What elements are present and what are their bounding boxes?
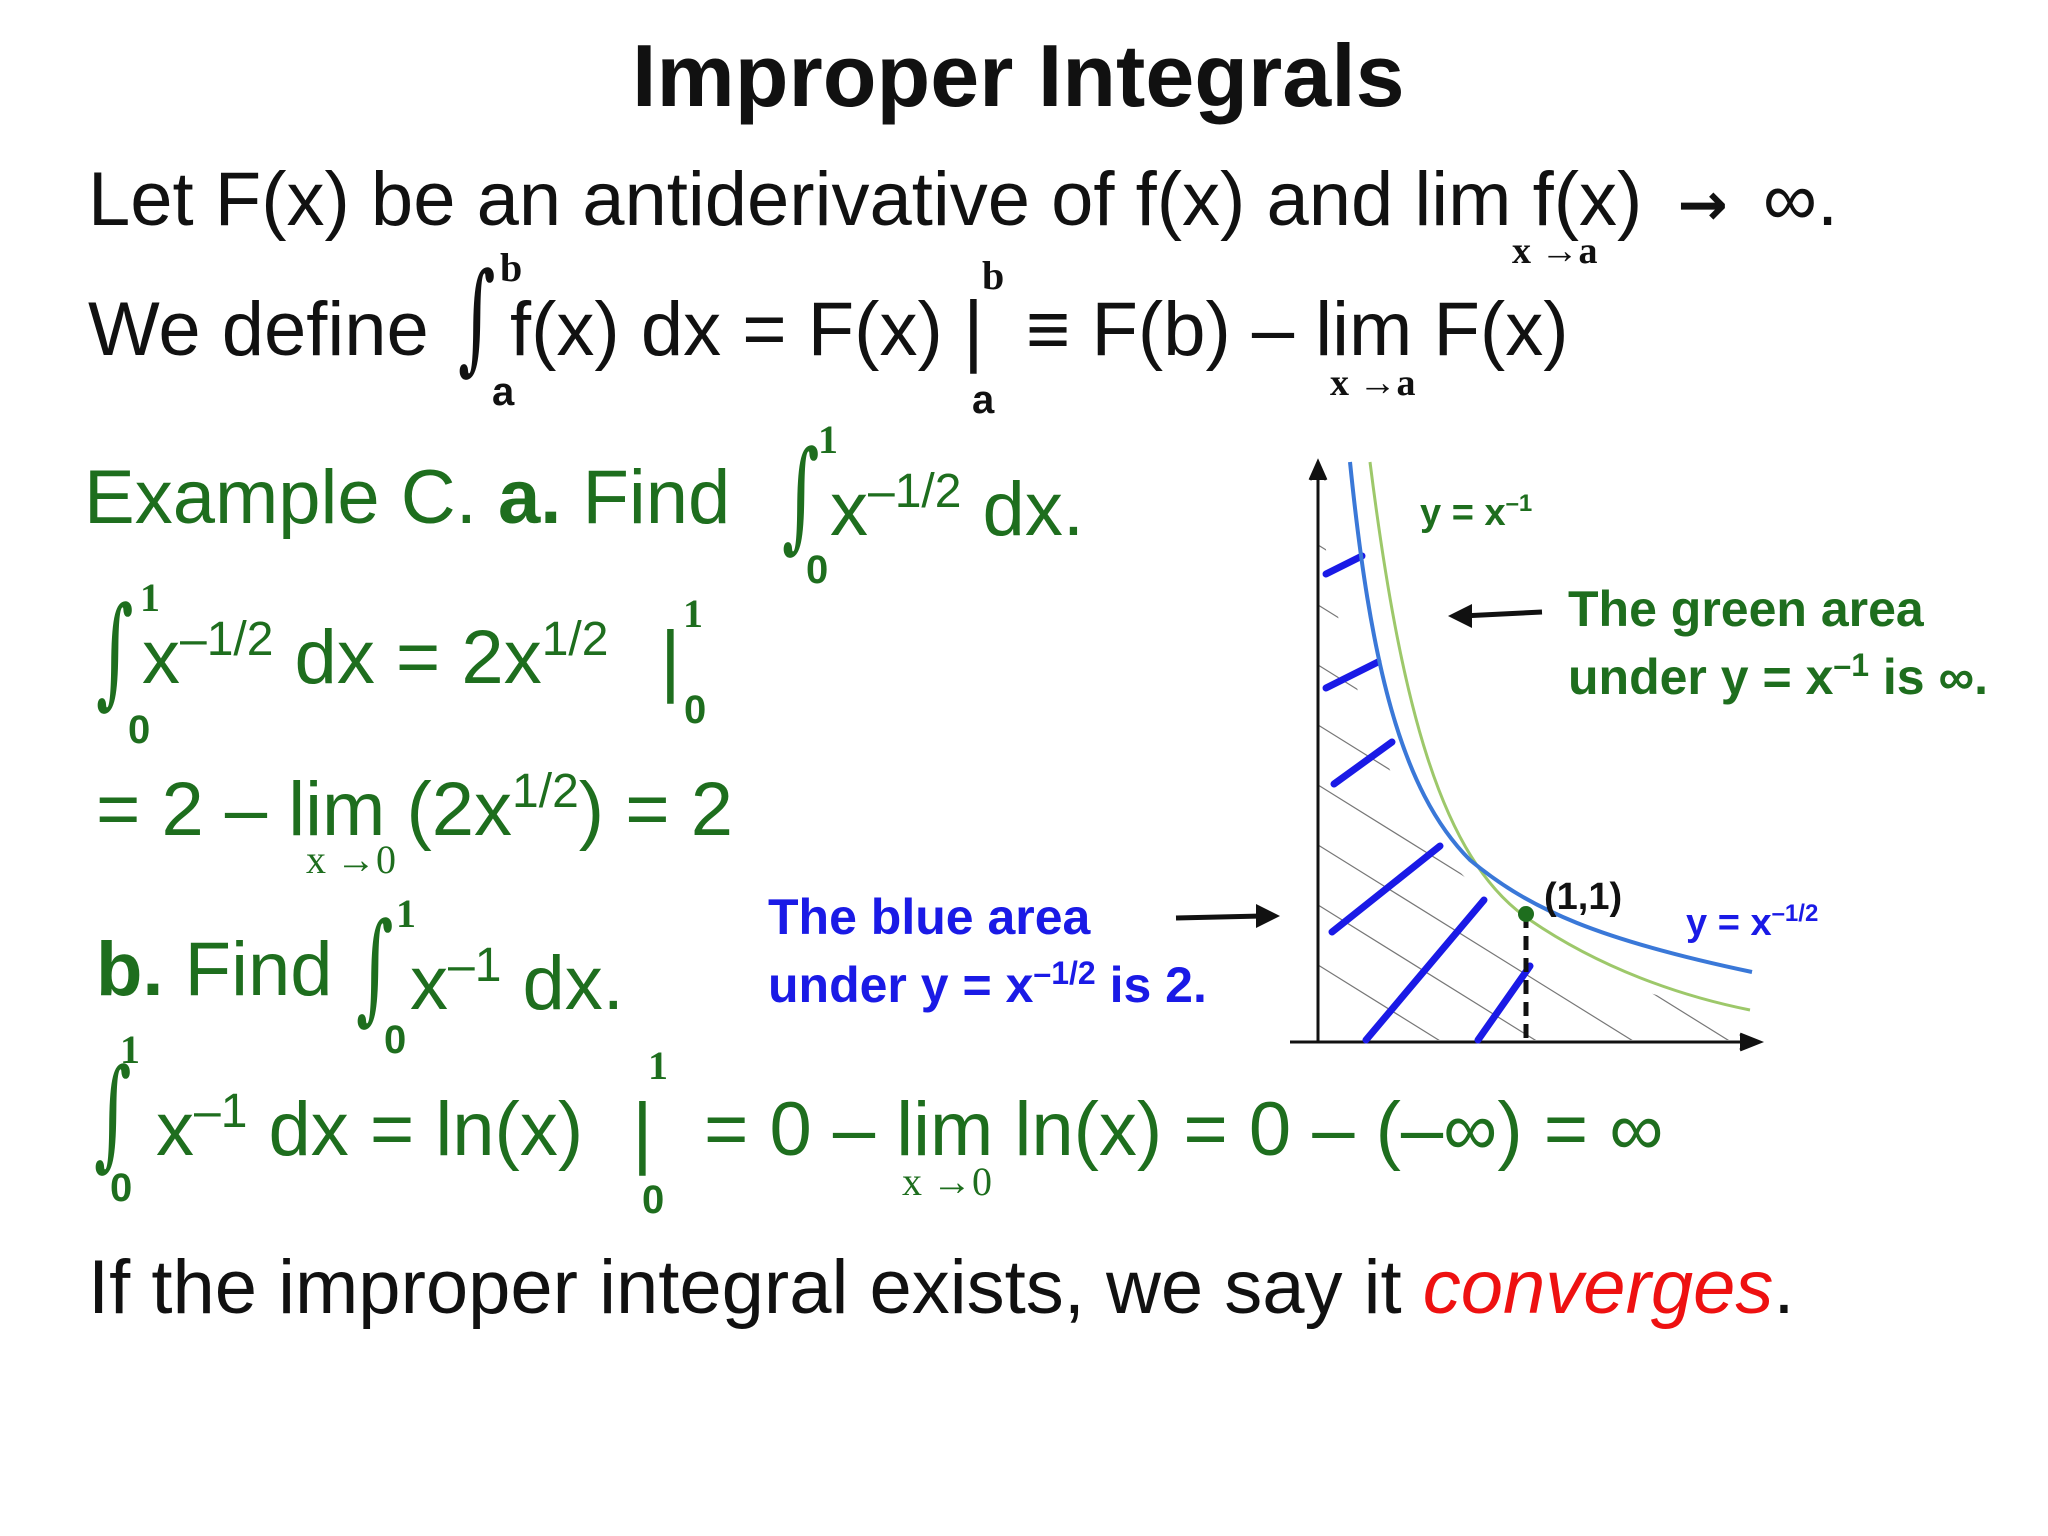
part-label: b. [96,927,164,1012]
lower-bound: 0 [384,1018,407,1062]
definition-lead: We define [88,287,429,372]
antiderivative: dx = 2x [294,615,542,700]
find-label: Find [184,927,333,1012]
note-line-1: The blue area [768,889,1091,945]
green-curve-label: y = x–1 [1420,492,1532,534]
label-exponent: –1 [1505,490,1533,517]
integrand: x [410,941,448,1026]
dx-label: dx. [522,941,624,1026]
result: ) = 2 [578,767,733,852]
arrow-icon: → [1677,170,1728,240]
lower-bound: a [492,370,515,414]
example-a-heading: Example C. a. Find [84,460,730,536]
example-a-integrand: x–1/2 dx. [830,468,1084,548]
example-label: Example C. [84,455,477,540]
find-label: Find [582,455,731,540]
green-area-note: The green area under y = x–1 is ∞. [1568,576,1988,711]
note-line-1: The green area [1568,581,1924,637]
evaluation-bar: | [660,615,681,704]
conclusion: If the improper integral exists, we say … [88,1250,1795,1326]
axes [1290,458,1765,1052]
integral-sign: ∫ [96,582,134,721]
lim-subscript-2: x →a [1330,362,1416,404]
blue-curve-label: y = x–1/2 [1686,902,1818,944]
note-text: under y = x [1568,648,1834,705]
blue-hatch [1322,552,1534,1044]
upper-bound: 1 [120,1027,140,1072]
upper-bound: 1 [140,575,160,620]
eval-upper-bound: 1 [683,591,703,636]
note-line-2: under y = x–1 is ∞. [1568,644,1988,712]
part-label: a. [497,455,562,540]
limit-expression: = 2 – lim (2x [96,767,513,852]
definition-integrand: f(x) dx = F(x) [510,287,943,372]
eval-lower-bound: 0 [642,1178,665,1222]
label-text: y = x [1420,492,1506,534]
green-hatch [1318,486,1740,1040]
lower-bound: 0 [128,708,151,752]
lim-subscript: x →0 [306,837,396,882]
note-exponent: –1 [1833,646,1869,683]
lower-bound: 0 [806,548,829,592]
exponent: –1 [194,1085,248,1138]
exponent: 1/2 [512,765,579,818]
arrow-icon [1448,604,1543,628]
example-b-integrand: x–1 dx. [410,942,624,1022]
integral-sign: ∫ [94,1044,132,1183]
upper-bound: b [500,245,523,290]
dx-label: dx. [982,467,1084,552]
example-b-result: = 0 – lim ln(x) = 0 – (–∞) = ∞ [704,1087,1664,1172]
label-exponent: –1/2 [1771,900,1819,927]
evaluation-bar: | [632,1087,653,1176]
upper-bound: 1 [818,417,838,462]
eval-upper-bound: 1 [648,1043,668,1088]
conclusion-period: . [1773,1245,1795,1330]
integral-sign: ∫ [782,426,820,565]
note-text: is 2. [1109,956,1207,1013]
example-b-step: x–1 dx = ln(x) [156,1088,583,1168]
exponent: –1/2 [868,465,962,518]
page-title: Improper Integrals [632,26,1405,125]
eval-lower-bound: 0 [684,688,707,732]
evaluation-bar: | [963,285,984,374]
integral-sign: ∫ [356,898,394,1037]
exponent: 1/2 [541,613,609,666]
exponent: –1 [448,939,502,992]
example-b-heading: b. Find [96,932,333,1008]
label-text: y = x [1686,902,1772,944]
lower-bound: 0 [110,1166,133,1210]
definition-line-1: Let F(x) be an antiderivative of f(x) an… [88,162,1838,238]
point-label: (1,1) [1544,876,1623,918]
example-a-step-2: = 2 – lim (2x1/2) = 2 [96,768,733,848]
integrand: x [156,1087,194,1172]
converges-keyword: converges [1422,1245,1774,1330]
definition-rest: ≡ F(b) – lim F(x) [1026,287,1569,372]
arrow-icon [1175,904,1280,928]
blue-curve [1348,461,1753,974]
example-a-step-1: x–1/2 dx = 2x1/2 [142,616,608,696]
integral-sign: ∫ [458,248,496,387]
infinity-symbol: ∞. [1762,157,1839,242]
exponent: –1/2 [180,613,274,666]
integrand: x [142,615,180,700]
blue-area-note: The blue area under y = x–1/2 is 2. [768,884,1207,1019]
eval-upper-bound: b [982,253,1005,298]
note-text: under y = x [768,956,1034,1013]
definition-text: Let F(x) be an antiderivative of f(x) an… [88,157,1643,242]
lim-subscript: x →a [1512,230,1598,272]
antiderivative: dx = ln(x) [268,1087,584,1172]
note-exponent: –1/2 [1033,954,1096,991]
green-curve [1368,461,1751,1012]
eval-lower-bound: a [972,378,995,422]
conclusion-text: If the improper integral exists, we say … [88,1245,1402,1330]
note-line-2: under y = x–1/2 is 2. [768,952,1207,1020]
note-text: is ∞. [1882,648,1989,705]
upper-bound: 1 [396,891,416,936]
lim-subscript: x →0 [902,1159,992,1204]
integrand: x [830,467,868,552]
point-marker [1518,906,1534,922]
